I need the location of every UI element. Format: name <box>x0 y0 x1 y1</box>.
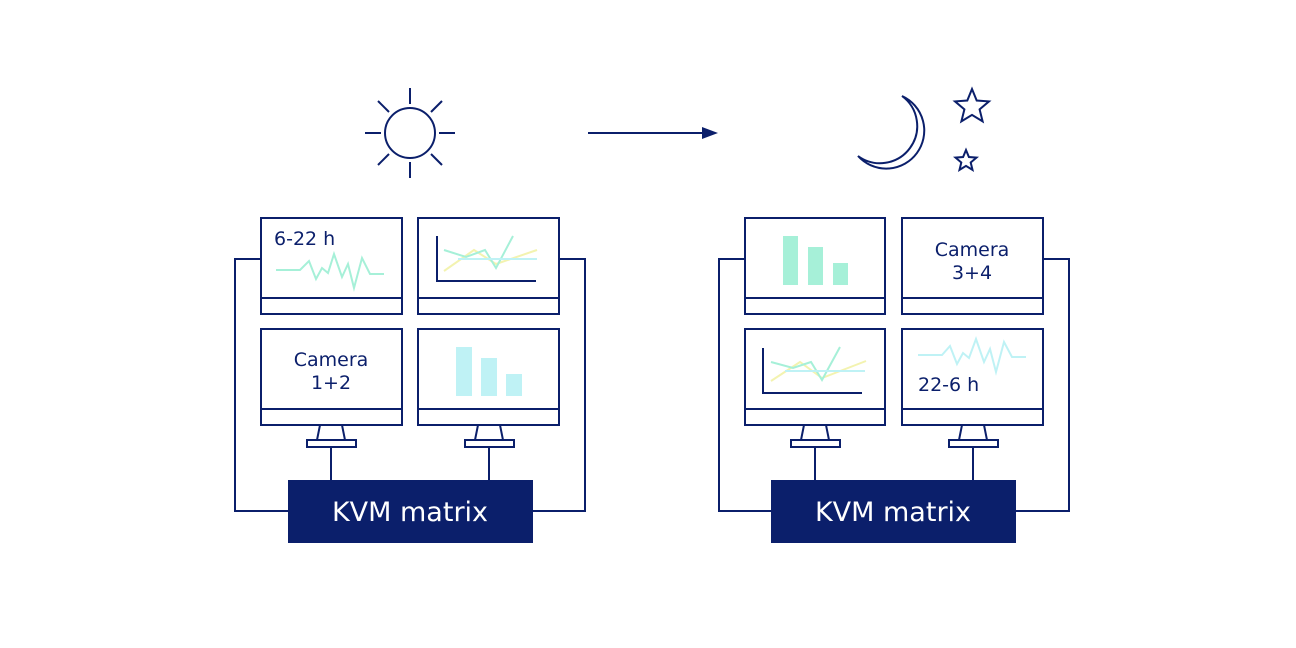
camera-label: 3+4 <box>952 262 992 284</box>
monitor-base <box>948 439 999 448</box>
camera-label: Camera <box>935 239 1010 261</box>
sparkline <box>276 250 384 292</box>
kvm-label: KVM matrix <box>815 497 971 528</box>
day-setup: 6-22 h Camera 1+2 <box>234 217 586 543</box>
monitor-stand <box>799 424 831 441</box>
star-icon <box>952 86 992 124</box>
time-range-label: 22-6 h <box>918 374 979 396</box>
monitor <box>417 217 560 315</box>
star-icon <box>952 147 980 173</box>
monitor-base <box>790 439 841 448</box>
cable <box>718 258 1070 512</box>
sparkline <box>918 336 1026 376</box>
monitor <box>744 328 886 448</box>
line-chart-icon <box>762 346 867 394</box>
bar-chart-icon <box>456 347 522 396</box>
monitor: 22-6 h <box>901 328 1044 448</box>
monitor-base <box>464 439 515 448</box>
monitor: Camera 3+4 <box>901 217 1044 315</box>
arrow-right-icon <box>588 127 718 139</box>
monitor <box>417 328 560 448</box>
sun-icon <box>365 88 455 178</box>
night-setup: Camera 3+4 22-6 h <box>718 217 1070 543</box>
monitor <box>744 217 886 315</box>
moon-icon <box>857 95 926 170</box>
monitor: 6-22 h <box>260 217 403 315</box>
monitor-base <box>306 439 357 448</box>
kvm-matrix-box: KVM matrix <box>771 480 1016 543</box>
bar-chart-icon <box>783 236 848 285</box>
monitor: Camera 1+2 <box>260 328 403 448</box>
camera-label: 1+2 <box>311 372 351 394</box>
cable <box>234 258 586 512</box>
line-chart-icon <box>436 235 538 282</box>
time-range-label: 6-22 h <box>274 228 335 250</box>
monitor-stand <box>315 424 347 441</box>
camera-label: Camera <box>294 349 369 371</box>
monitor-stand <box>957 424 989 441</box>
kvm-matrix-box: KVM matrix <box>288 480 533 543</box>
kvm-label: KVM matrix <box>332 497 488 528</box>
monitor-stand <box>473 424 505 441</box>
